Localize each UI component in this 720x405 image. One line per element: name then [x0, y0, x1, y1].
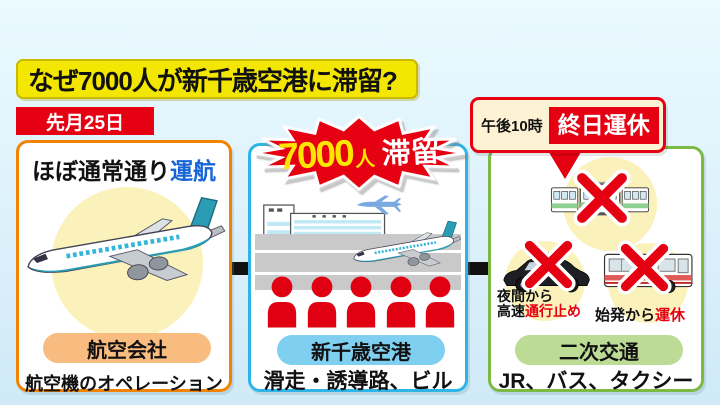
person-icon [384, 275, 418, 329]
airport-caption: 滑走・誘導路、ビル [263, 370, 453, 393]
suspension-bubble: 午後10時 終日運休 [470, 97, 666, 153]
stranded-people [265, 275, 457, 329]
airline-heading-normal: ほぼ通常通り [32, 158, 170, 184]
bubble-status: 終日運休 [548, 106, 659, 144]
burst-number: 7000 [277, 132, 354, 178]
burst-word: 滞留 [380, 135, 441, 171]
airline-heading: ほぼ通常通り運航 [19, 152, 229, 186]
stranded-burst: 7000 人 滞留 [252, 114, 466, 192]
taxi-note-line1: 夜間から [497, 288, 553, 304]
airline-caption: 航空機のオペレーション [25, 374, 223, 394]
bus-note: 始発から運休 [595, 304, 685, 325]
transport-caption: JR、バス、タクシー [498, 370, 694, 393]
headline-banner: なぜ7000人が新千歳空港に滞留? [16, 59, 418, 99]
bus-note-black: 始発から [595, 307, 656, 324]
bus-note-red: 運休 [655, 307, 686, 324]
airline-heading-accent: 運航 [170, 158, 216, 184]
person-icon [423, 275, 457, 329]
airport-panel: 新千歳空港 滑走・誘導路、ビル [248, 143, 468, 393]
burst-text: 7000 人 滞留 [250, 108, 468, 197]
runway-line [255, 272, 461, 275]
airport-pill: 新千歳空港 [277, 335, 445, 365]
cancelled-cross-icon [521, 237, 576, 292]
airline-panel: ほぼ通常通り運航 航空会社 航空機のオペレーション [16, 140, 234, 394]
airport-pill-label: 新千歳空港 [311, 341, 411, 364]
taxi-note: 夜間から 高速通行止め [497, 289, 581, 319]
bubble-time: 午後10時 [481, 117, 543, 135]
airline-pill: 航空会社 [43, 333, 211, 363]
person-icon [305, 275, 339, 329]
airline-pill-label: 航空会社 [87, 339, 167, 362]
taxi-note-black: 高速 [497, 303, 525, 319]
transport-panel: 夜間から 高速通行止め 始発から運休 二次交通 JR、バス、タクシー [488, 146, 704, 393]
burst-counter: 人 [354, 147, 376, 171]
person-icon [265, 275, 299, 329]
transport-pill-label: 二次交通 [559, 341, 639, 364]
plane-silhouette-icon [357, 194, 403, 216]
airplane-icon [19, 190, 234, 307]
person-icon [344, 275, 378, 329]
taxi-note-red: 通行止め [525, 303, 581, 319]
runway-line [255, 250, 461, 253]
headline-text: なぜ7000人が新千歳空港に滞留? [28, 65, 398, 96]
connector-bar [226, 262, 254, 275]
date-badge: 先月25日 [16, 107, 154, 135]
taxi-note-line2: 高速通行止め [497, 304, 581, 319]
connector-bar [462, 262, 492, 275]
transport-pill: 二次交通 [515, 335, 683, 365]
cancelled-cross-icon [617, 240, 672, 295]
date-text: 先月25日 [45, 112, 125, 134]
